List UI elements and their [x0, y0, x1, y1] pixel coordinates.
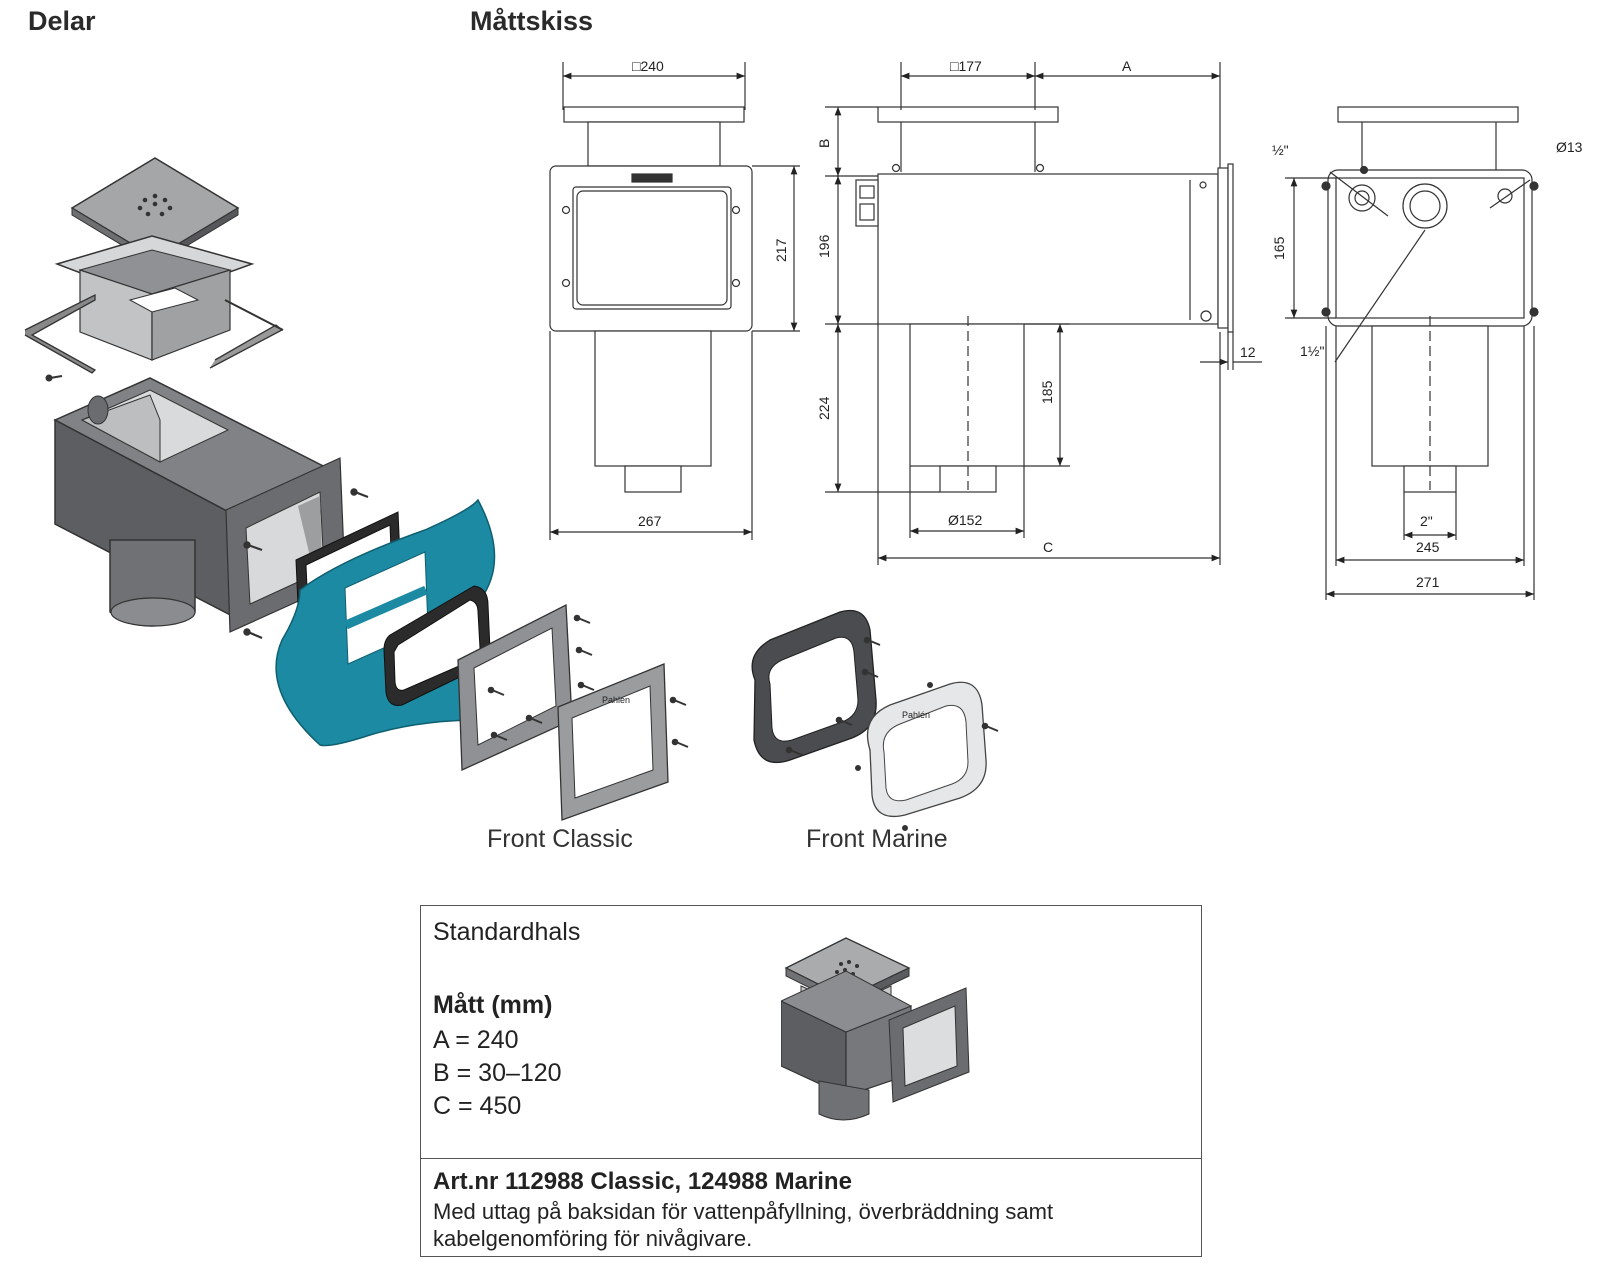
standard-neck-illustration — [781, 937, 970, 1121]
neck-part — [54, 235, 255, 361]
back-view-sketch — [1285, 106, 1539, 600]
measure-c: C = 450 — [433, 1092, 522, 1120]
dim-back-13: Ø13 — [1556, 139, 1583, 155]
svg-text:Pahlén: Pahlén — [902, 710, 930, 720]
dim-side-b: B — [816, 139, 832, 148]
article-description: Med uttag på baksidan för vattenpåfyllni… — [433, 1199, 1054, 1251]
article-title: Art.nr 112988 Classic, 124988 Marine — [433, 1168, 852, 1195]
dim-back-271: 271 — [1416, 574, 1440, 590]
dim-side-196: 196 — [816, 234, 832, 258]
measure-b: B = 30–120 — [433, 1059, 562, 1087]
front-marine-caption: Front Marine — [806, 825, 948, 853]
skimmer-drawing: Pahlén Pahlén — [24, 58, 1583, 831]
measures-title: Mått (mm) — [433, 991, 553, 1019]
front-marine-parts: Pahlén — [751, 609, 999, 831]
measures-list: A = 240 B = 30–120 C = 450 — [433, 1024, 562, 1123]
svg-text:Pahlén: Pahlén — [602, 695, 630, 705]
dim-side-224: 224 — [816, 396, 832, 420]
front-classic-caption: Front Classic — [487, 825, 633, 853]
dim-side-top: □177 — [950, 58, 982, 74]
front-view-sketch — [549, 62, 800, 540]
front-classic-parts: Pahlén — [457, 603, 689, 821]
info-top-section: Standardhals Mått (mm) A = 240 B = 30–12… — [421, 906, 1201, 1159]
dim-side-12: 12 — [1240, 344, 1256, 360]
side-view-sketch — [825, 62, 1262, 565]
exploded-parts: Pahlén Pahlén — [24, 157, 999, 831]
dim-back-245: 245 — [1416, 539, 1440, 555]
dim-side-152: Ø152 — [948, 512, 982, 528]
dim-front-217: 217 — [773, 238, 789, 262]
sketch-heading: Måttskiss — [470, 6, 594, 36]
dim-back-one-half: 1½" — [1300, 343, 1324, 359]
dim-front-top: □240 — [632, 58, 664, 74]
neck-title: Standardhals — [433, 918, 581, 946]
measure-a: A = 240 — [433, 1026, 519, 1054]
parts-heading: Delar — [28, 6, 96, 36]
dim-front-267: 267 — [638, 513, 662, 529]
dim-back-2inch: 2" — [1420, 513, 1433, 529]
dim-back-half-inch: ½" — [1272, 142, 1289, 158]
info-box: Standardhals Mått (mm) A = 240 B = 30–12… — [420, 905, 1202, 1257]
dim-back-165: 165 — [1271, 236, 1287, 260]
dim-side-a: A — [1122, 58, 1132, 74]
dim-side-c: C — [1043, 539, 1053, 555]
dim-side-185: 185 — [1039, 380, 1055, 404]
